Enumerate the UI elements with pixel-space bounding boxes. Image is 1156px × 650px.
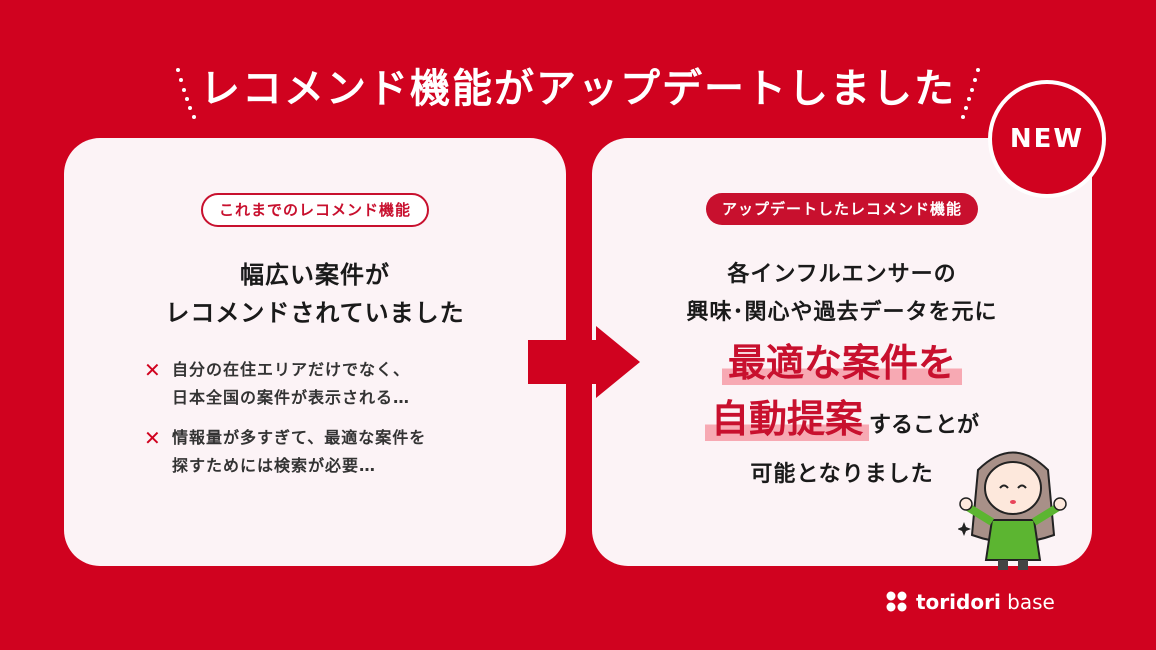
- character-illustration: [958, 451, 1067, 570]
- emphasis-line-1: 最適な案件を: [592, 338, 1092, 388]
- previous-feature-label: これまでのレコメンド機能: [200, 193, 430, 227]
- updated-headline: 各インフルエンサーの 興味･関心や過去データを元に: [686, 262, 998, 325]
- updated-feature-label: アップデートしたレコメンド機能: [705, 193, 979, 225]
- toridori-base-logo: toridori base: [886, 590, 1055, 614]
- x-mark-icon: ✕: [144, 426, 161, 450]
- sparkle-dots-right: [954, 64, 984, 124]
- page-title: レコメンド機能がアップデートしました: [200, 66, 956, 112]
- list-item: ✕ 自分の在住エリアだけでなく、日本全国の案件が表示される…: [144, 356, 524, 412]
- previous-feature-card: これまでのレコメンド機能 幅広い案件が レコメンドされていました ✕ 自分の在住…: [64, 138, 566, 566]
- closing-text: 可能となりました: [750, 462, 934, 487]
- previous-headline: 幅広い案件が レコメンドされていました: [165, 261, 465, 327]
- problem-list: ✕ 自分の在住エリアだけでなく、日本全国の案件が表示される… ✕ 情報量が多すぎ…: [144, 356, 524, 492]
- new-badge: NEW: [988, 80, 1106, 198]
- arrow-right-icon: [528, 326, 640, 398]
- sparkle-dots-left: [172, 64, 202, 124]
- logo-mark-icon: [886, 591, 907, 612]
- updated-feature-card: アップデートしたレコメンド機能 各インフルエンサーの 興味･関心や過去データを元…: [592, 138, 1092, 566]
- x-mark-icon: ✕: [144, 358, 161, 382]
- list-item: ✕ 情報量が多すぎて、最適な案件を探すためには検索が必要…: [144, 424, 524, 480]
- emphasis-line-2: 自動提案することが: [592, 394, 1092, 452]
